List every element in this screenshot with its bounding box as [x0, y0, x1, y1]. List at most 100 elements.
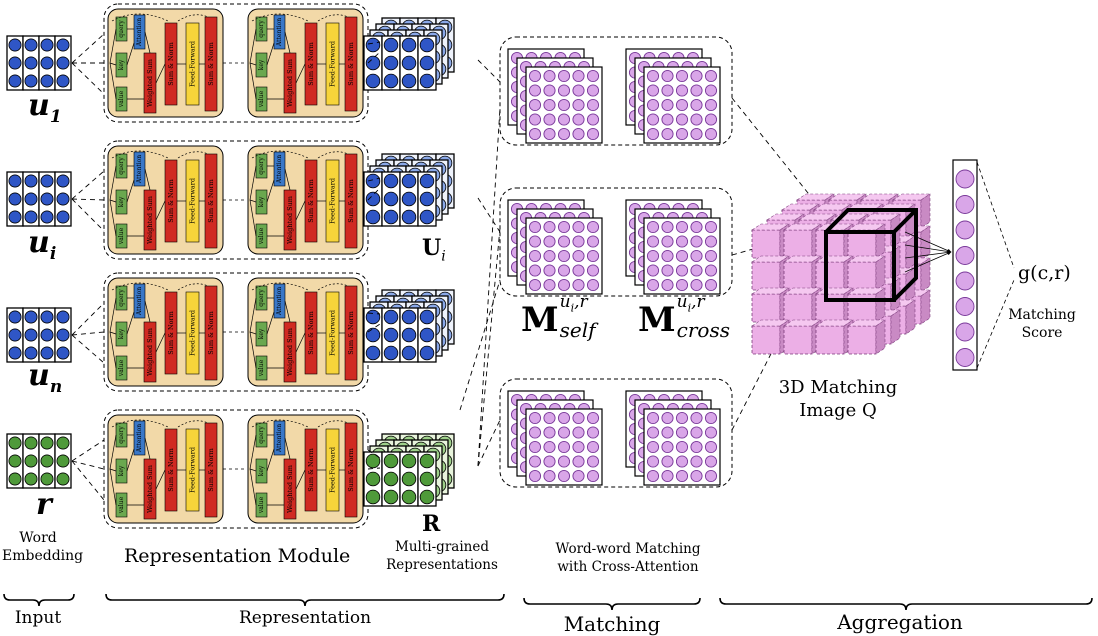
- highlight-edge: [892, 208, 918, 234]
- block-line: [295, 332, 306, 353]
- map-cell: [675, 411, 689, 425]
- block-line: [126, 448, 135, 472]
- map-cell: [528, 249, 542, 263]
- representation-layer: [363, 451, 437, 507]
- map-cell: [586, 249, 600, 263]
- dashed-link: [71, 302, 105, 336]
- representation-layer: [363, 307, 437, 363]
- grid-dot: [401, 327, 417, 343]
- grid-dot: [383, 37, 399, 53]
- block-line: [155, 332, 166, 353]
- cube-face: [751, 229, 781, 259]
- map-cell: [646, 127, 660, 141]
- cube-top: [828, 193, 867, 201]
- matching-map: [643, 217, 721, 295]
- map-cell: [646, 84, 660, 97]
- grid-dot: [365, 37, 381, 53]
- grid-dot: [8, 310, 22, 324]
- residual-path: [111, 282, 169, 291]
- sup-sub: i: [687, 301, 692, 315]
- block-line: [266, 42, 275, 66]
- sup-tail: ,r: [574, 292, 588, 312]
- sum-norm-label: Sum & Norm: [347, 448, 355, 492]
- weighted-sum-label: Weighted Sum: [286, 328, 294, 376]
- word-embedding-grid: [6, 307, 72, 363]
- word-embedding-grid: [6, 433, 72, 489]
- grid-dot: [365, 489, 381, 505]
- grid-dot: [56, 74, 70, 88]
- block-line: [249, 331, 257, 369]
- grid-dot: [8, 38, 22, 52]
- map-cell: [543, 98, 556, 112]
- matching-map: [643, 408, 721, 486]
- sum-norm-label: Sum & Norm: [167, 179, 175, 223]
- block-line: [249, 165, 257, 201]
- grid-dot: [401, 489, 417, 505]
- qkv-label: key: [118, 465, 125, 476]
- map-cell: [586, 411, 600, 425]
- map-cell: [557, 469, 571, 483]
- grid-dot: [365, 173, 381, 189]
- cube-cell: [847, 255, 886, 291]
- sum-norm-label: Sum & Norm: [347, 42, 355, 86]
- map-cell: [543, 469, 556, 483]
- qkv-label: value: [118, 90, 125, 108]
- map-cell: [572, 249, 585, 263]
- map-cell: [690, 469, 703, 483]
- map-cell: [586, 69, 600, 83]
- residual-path: [317, 283, 349, 291]
- sum-norm-label: Sum & Norm: [167, 311, 175, 355]
- grid-dot: [383, 209, 399, 225]
- score-cell: [955, 271, 975, 291]
- sup-tail: ,r: [691, 292, 705, 312]
- cube-cell: [751, 255, 790, 291]
- block-line: [249, 331, 257, 335]
- block-line: [126, 311, 135, 335]
- sum-norm-label: Sum & Norm: [207, 448, 215, 492]
- grid-dot: [24, 38, 38, 52]
- block-line: [155, 469, 166, 490]
- map-cell: [557, 98, 571, 112]
- weighted-sum-label: Weighted Sum: [146, 196, 154, 244]
- map-cell: [661, 220, 674, 234]
- grid-dot: [383, 55, 399, 71]
- map-cell: [543, 455, 556, 468]
- residual-path: [177, 151, 209, 159]
- cube-cell: [815, 319, 854, 355]
- utt-sub: 1: [49, 107, 62, 127]
- grid-dot: [383, 173, 399, 189]
- cube-cell: [815, 287, 854, 323]
- map-cell: [661, 249, 674, 263]
- cube-face: [847, 325, 877, 355]
- map-cell: [586, 426, 600, 439]
- map-cell: [557, 440, 571, 454]
- map-cell: [704, 455, 718, 468]
- map-cell: [557, 113, 571, 126]
- grid-dot: [24, 192, 38, 206]
- word-embedding-grid: [6, 171, 72, 227]
- map-cell: [572, 469, 585, 483]
- sum-norm-label: Sum & Norm: [307, 311, 315, 355]
- grid-dot: [24, 472, 38, 486]
- word-embedding-caption: Word Embedding: [2, 529, 83, 565]
- cube-top: [751, 287, 790, 295]
- feed-forward-label: Feed-Forward: [329, 178, 337, 224]
- attention-label: Attention: [136, 155, 143, 184]
- cube-side: [920, 193, 931, 229]
- grid-dot: [401, 37, 417, 53]
- dashed-link: [477, 227, 501, 467]
- cube-face: [783, 261, 813, 291]
- cube-side: [920, 289, 931, 325]
- map-cell: [543, 84, 556, 97]
- matching-group: [499, 36, 733, 146]
- map-cell: [586, 113, 600, 126]
- utterance-label-un: un: [28, 358, 62, 397]
- qkv-label: key: [118, 328, 125, 339]
- weighted-sum-label: Weighted Sum: [286, 465, 294, 513]
- map-cell: [675, 98, 689, 112]
- block-line: [284, 31, 291, 54]
- residual-path: [251, 282, 309, 291]
- map-cell: [586, 440, 600, 454]
- score-cell: [955, 297, 975, 316]
- map-cell: [572, 411, 585, 425]
